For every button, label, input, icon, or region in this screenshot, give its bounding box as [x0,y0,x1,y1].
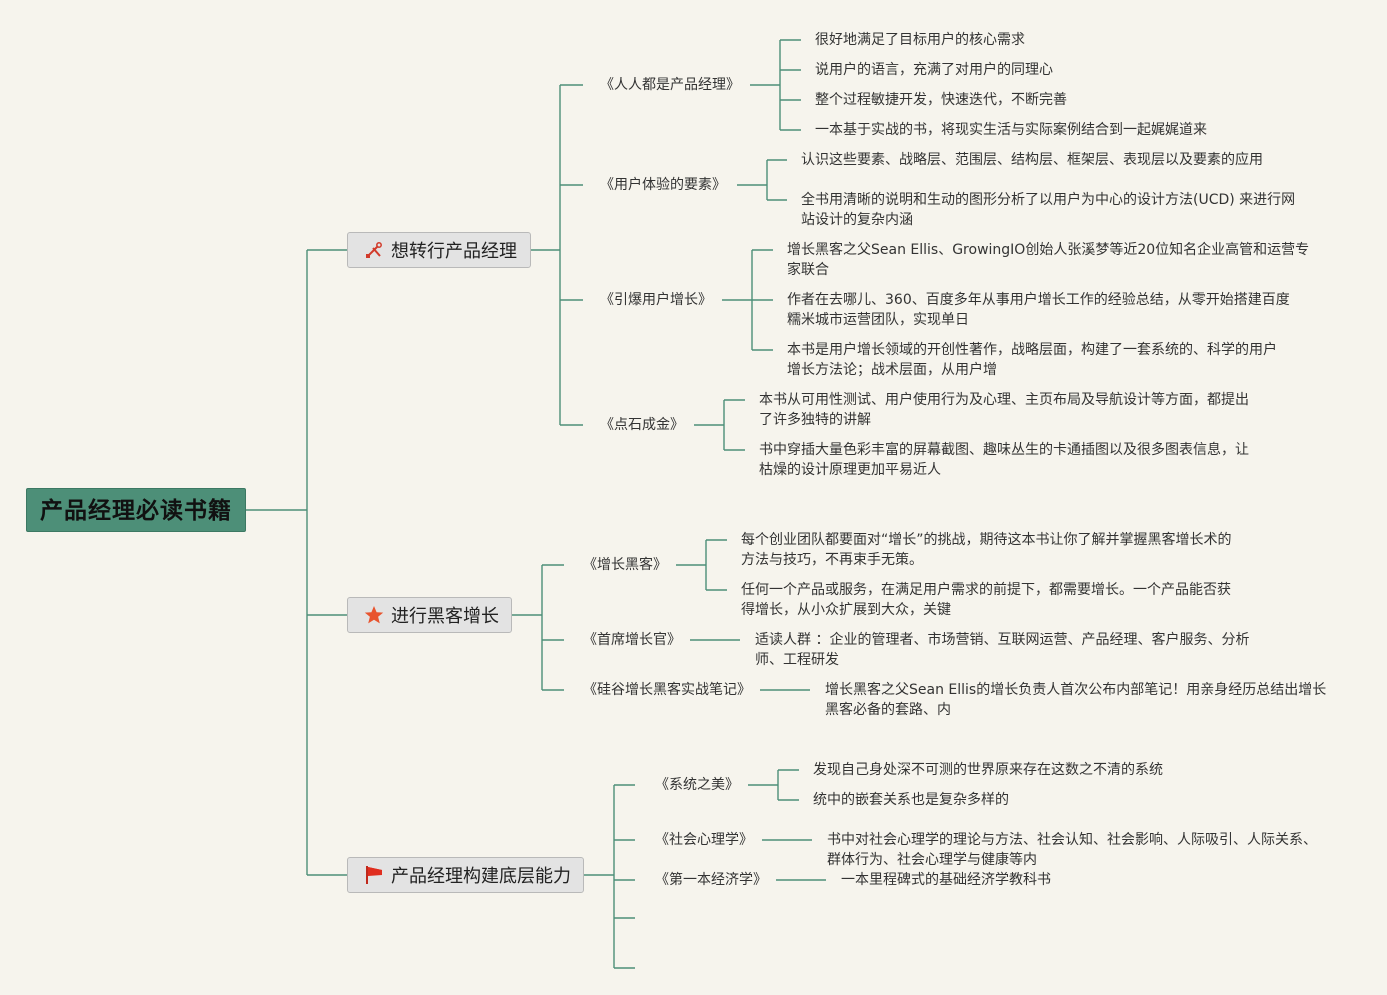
book-note-line: 一本基于实战的书，将现实生活与实际案例结合到一起娓娓道来 [815,122,1207,138]
book-title[interactable]: 《人人都是产品经理》 [600,77,740,93]
book-note-line: 一本里程碑式的基础经济学教科书 [841,872,1051,888]
book-note-line: 全书用清晰的说明和生动的图形分析了以用户为中心的设计方法(UCD) 来进行网 [801,192,1296,208]
book-note[interactable]: 整个过程敏捷开发，快速迭代，不断完善 [815,90,1067,110]
book-note-line: 得增长，从小众扩展到大众，关键 [741,602,951,618]
book-note-line: 本书是用户增长领域的开创性著作，战略层面，构建了一套系统的、科学的用户 [787,342,1277,358]
book-note-line: 师、工程研发 [755,652,839,668]
book-title[interactable]: 《第一本经济学》 [655,872,767,888]
book-note[interactable]: 增长黑客之父Sean Ellis的增长负责人首次公布内部笔记！用亲身经历总结出增… [825,680,1326,720]
book-note[interactable]: 本书从可用性测试、用户使用行为及心理、主页布局及导航设计等方面，都提出了许多独特… [759,390,1249,430]
book-title[interactable]: 《系统之美》 [655,777,739,793]
branch-career-switch[interactable]: 想转行产品经理 [347,232,531,268]
book-note[interactable]: 一本里程碑式的基础经济学教科书 [841,870,1051,890]
book-note[interactable]: 认识这些要素、战略层、范围层、结构层、框架层、表现层以及要素的应用 [801,150,1263,170]
book-title[interactable]: 《点石成金》 [600,417,684,433]
book-note-line: 增长黑客之父Sean Ellis、GrowingIO创始人张溪梦等近20位知名企… [787,242,1310,258]
book-note[interactable]: 说用户的语言，充满了对用户的同理心 [815,60,1053,80]
book-note-line: 黑客必备的套路、内 [825,702,951,718]
book-note[interactable]: 本书是用户增长领域的开创性著作，战略层面，构建了一套系统的、科学的用户增长方法论… [787,340,1277,380]
book-note[interactable]: 发现自己身处深不可测的世界原来存在这数之不清的系统 [813,760,1163,780]
root-node[interactable]: 产品经理必读书籍 [26,488,246,532]
book-note-line: 增长黑客之父Sean Ellis的增长负责人首次公布内部笔记！用亲身经历总结出增… [825,682,1327,698]
book-title[interactable]: 《增长黑客》 [583,557,667,573]
book-title[interactable]: 《用户体验的要素》 [600,177,726,193]
tools-icon [364,240,384,260]
book-note[interactable]: 书中对社会心理学的理论与方法、社会认知、社会影响、人际吸引、人际关系、群体行为、… [827,830,1317,870]
book-title[interactable]: 《引爆用户增长》 [600,292,712,308]
book-note-line: 整个过程敏捷开发，快速迭代，不断完善 [815,92,1067,108]
book-note-line: 糯米城市运营团队，实现单日 [787,312,969,328]
book-note-line: 统中的嵌套关系也是复杂多样的 [813,792,1009,808]
book-note-line: 枯燥的设计原理更加平易近人 [759,462,941,478]
book-note[interactable]: 适读人群 ：企业的管理者、市场营销、互联网运营、产品经理、客户服务、分析师、工程… [755,630,1249,670]
book-note-line: 书中对社会心理学的理论与方法、社会认知、社会影响、人际吸引、人际关系、 [827,832,1317,848]
book-note[interactable]: 很好地满足了目标用户的核心需求 [815,30,1025,50]
book-note[interactable]: 任何一个产品或服务，在满足用户需求的前提下，都需要增长。一个产品能否获得增长，从… [741,580,1231,620]
book-note-line: 很好地满足了目标用户的核心需求 [815,32,1025,48]
book-note-line: 书中穿插大量色彩丰富的屏幕截图、趣味丛生的卡通插图以及很多图表信息，让 [759,442,1249,458]
book-note-line: 方法与技巧，不再束手无策。 [741,552,923,568]
book-note-line: 群体行为、社会心理学与健康等内 [827,852,1037,868]
book-note-line: 任何一个产品或服务，在满足用户需求的前提下，都需要增长。一个产品能否获 [741,582,1231,598]
book-title[interactable]: 《首席增长官》 [583,632,681,648]
branch-label: 想转行产品经理 [391,241,517,262]
book-note[interactable]: 作者在去哪儿、360、百度多年从事用户增长工作的经验总结，从零开始搭建百度糯米城… [787,290,1290,330]
flag-icon [364,865,384,885]
book-note[interactable]: 一本基于实战的书，将现实生活与实际案例结合到一起娓娓道来 [815,120,1207,140]
book-note-line: 站设计的复杂内涵 [801,212,913,228]
book-note[interactable]: 统中的嵌套关系也是复杂多样的 [813,790,1009,810]
book-note-line: 发现自己身处深不可测的世界原来存在这数之不清的系统 [813,762,1163,778]
star-icon [364,605,384,625]
book-note-line: 本书从可用性测试、用户使用行为及心理、主页布局及导航设计等方面，都提出 [759,392,1249,408]
book-note[interactable]: 全书用清晰的说明和生动的图形分析了以用户为中心的设计方法(UCD) 来进行网站设… [801,190,1295,230]
branch-growth-hacking[interactable]: 进行黑客增长 [347,597,512,633]
book-note-line: 了许多独特的讲解 [759,412,871,428]
book-note-line: 作者在去哪儿、360、百度多年从事用户增长工作的经验总结，从零开始搭建百度 [787,292,1290,308]
book-note[interactable]: 每个创业团队都要面对“增长”的挑战，期待这本书让你了解并掌握黑客增长术的方法与技… [741,530,1232,570]
branch-label: 产品经理构建底层能力 [391,866,571,887]
book-note[interactable]: 书中穿插大量色彩丰富的屏幕截图、趣味丛生的卡通插图以及很多图表信息，让枯燥的设计… [759,440,1249,480]
book-title[interactable]: 《社会心理学》 [655,832,753,848]
book-note-line: 适读人群 ：企业的管理者、市场营销、互联网运营、产品经理、客户服务、分析 [755,632,1250,648]
book-note[interactable]: 增长黑客之父Sean Ellis、GrowingIO创始人张溪梦等近20位知名企… [787,240,1309,280]
book-title[interactable]: 《硅谷增长黑客实战笔记》 [583,682,751,698]
book-note-line: 说用户的语言，充满了对用户的同理心 [815,62,1053,78]
book-note-line: 家联合 [787,262,829,278]
book-note-line: 增长方法论；战术层面，从用户增 [787,362,997,378]
book-note-line: 认识这些要素、战略层、范围层、结构层、框架层、表现层以及要素的应用 [801,152,1263,168]
branch-label: 进行黑客增长 [391,606,499,627]
branch-core-abilities[interactable]: 产品经理构建底层能力 [347,857,584,893]
book-note-line: 每个创业团队都要面对“增长”的挑战，期待这本书让你了解并掌握黑客增长术的 [741,532,1232,548]
